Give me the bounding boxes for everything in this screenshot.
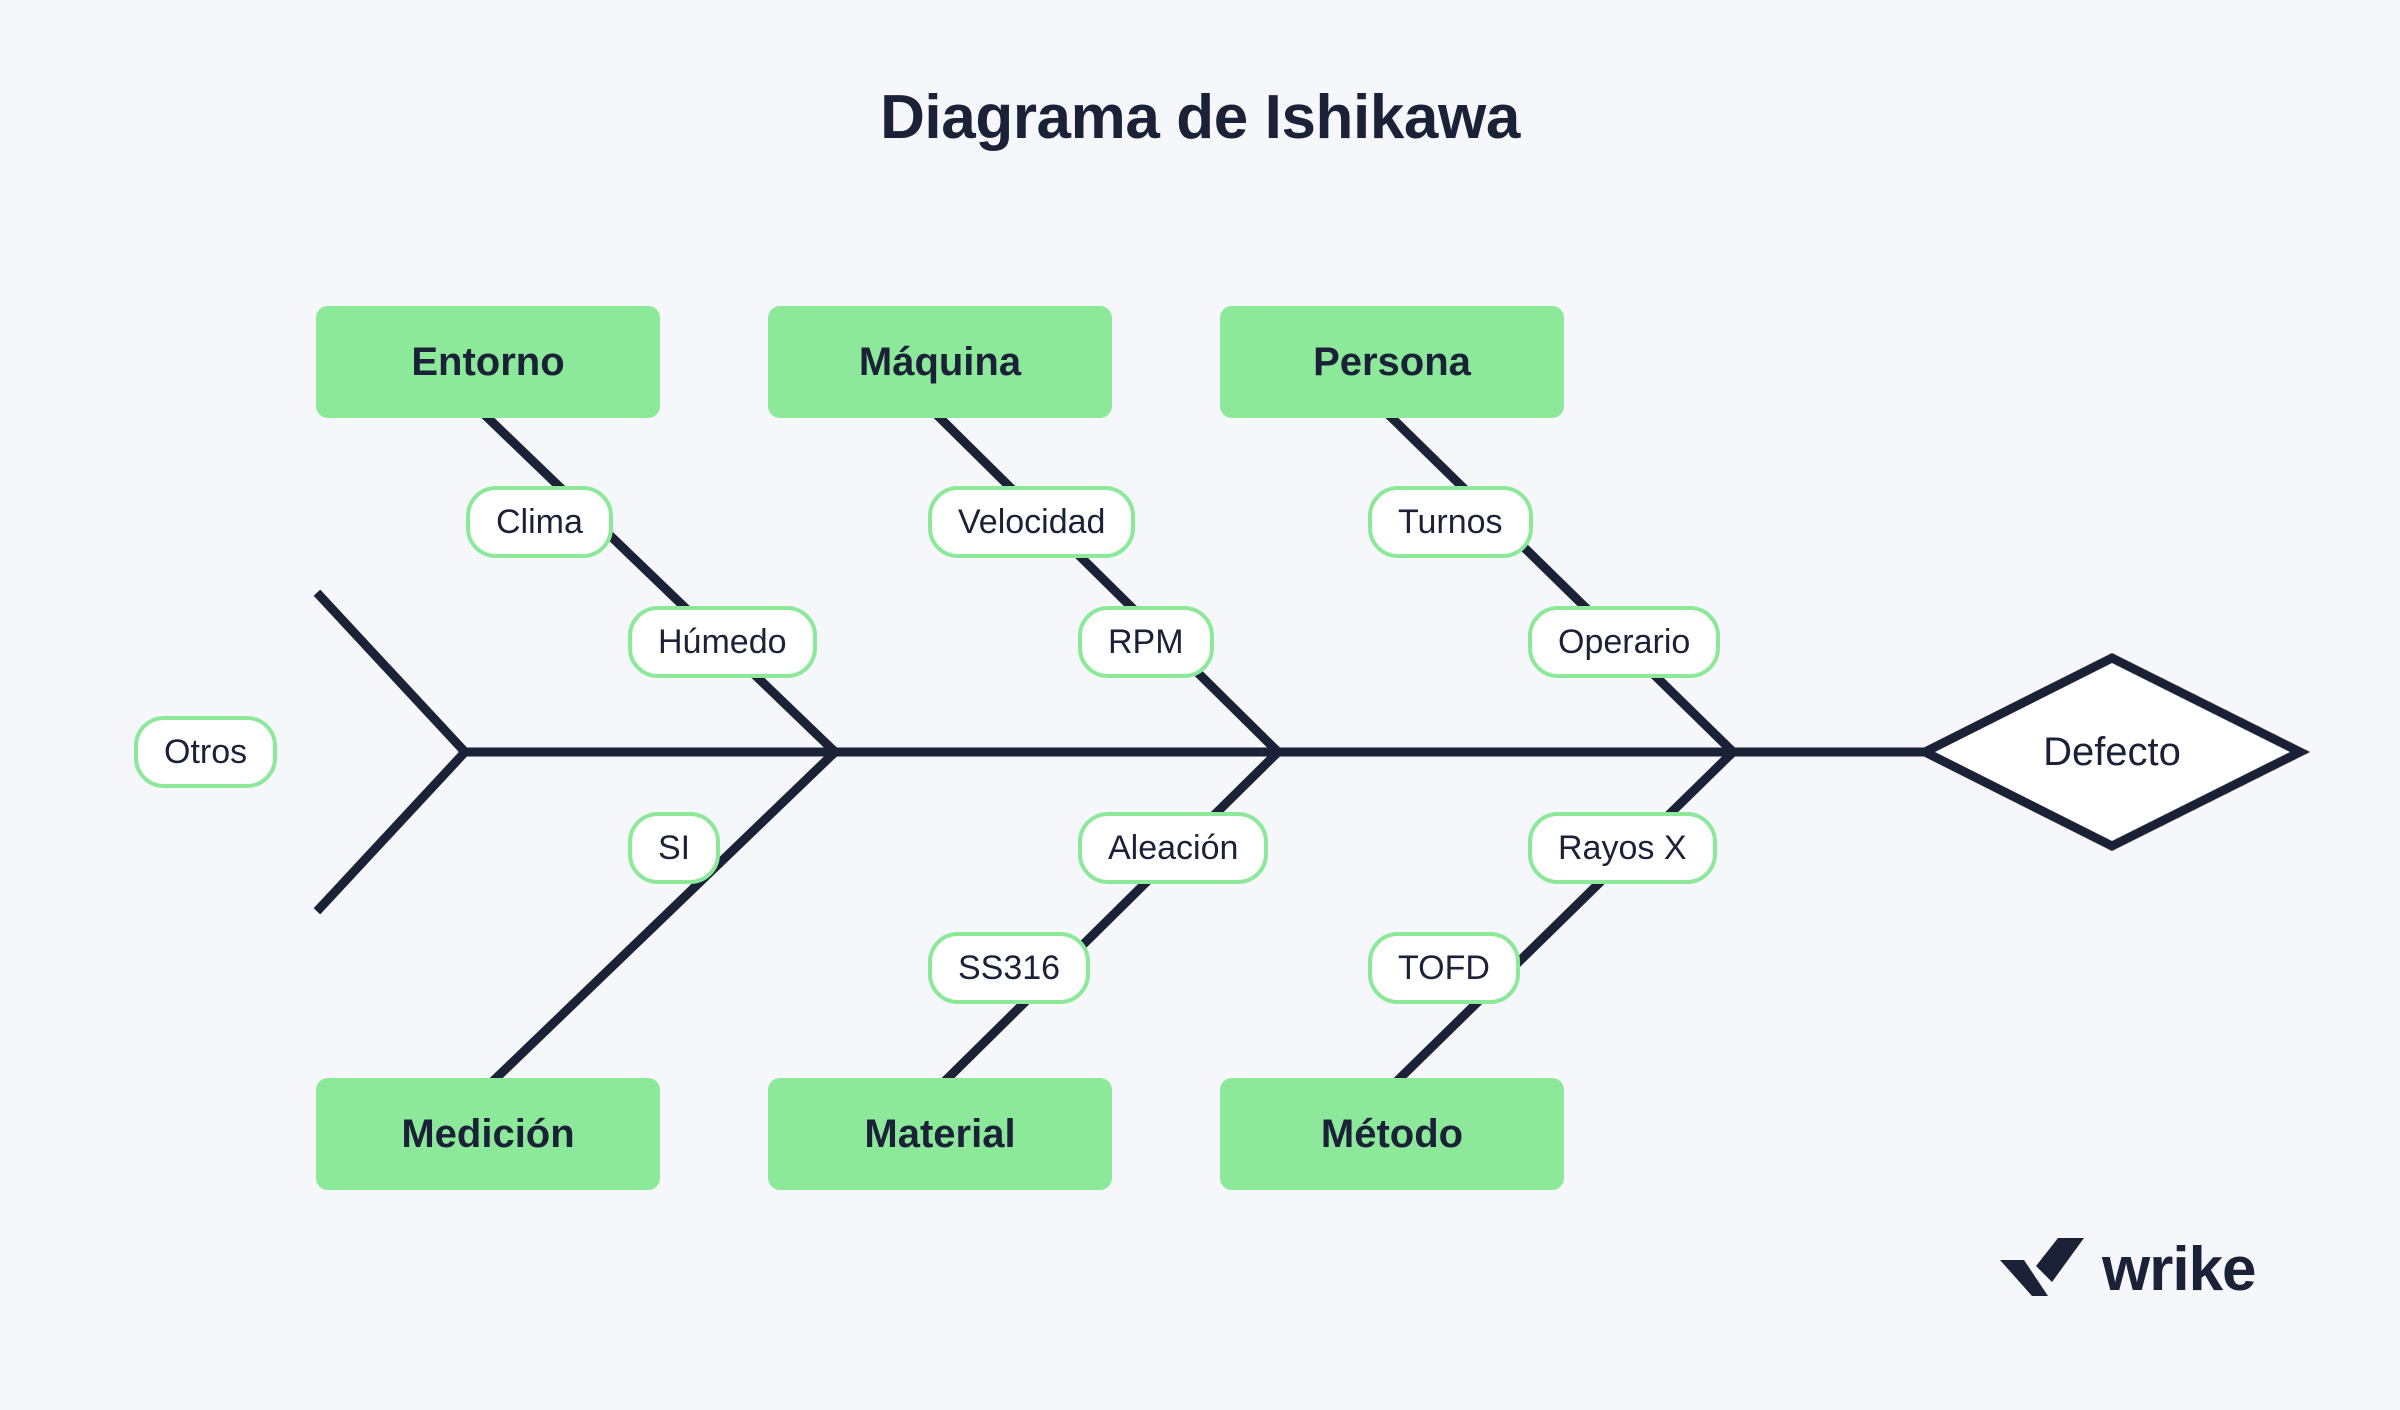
cause-box-humedo[interactable]: Húmedo [628, 606, 817, 678]
cause-box-turnos[interactable]: Turnos [1368, 486, 1533, 558]
cause-box-si[interactable]: SI [628, 812, 721, 884]
cause-box-ss316[interactable]: SS316 [928, 932, 1091, 1004]
category-box-material[interactable]: Material [768, 1078, 1112, 1190]
category-box-persona[interactable]: Persona [1220, 306, 1564, 418]
cause-label: Rayos X [1558, 828, 1687, 867]
category-box-medicion[interactable]: Medición [316, 1078, 660, 1190]
effect-label: Defecto [2043, 729, 2181, 774]
category-label: Máquina [858, 339, 1022, 384]
cause-label: Aleación [1108, 828, 1239, 867]
category-label: Método [1320, 1111, 1464, 1156]
wrike-wordmark: wrike [2102, 1235, 2257, 1304]
cause-label: RPM [1108, 622, 1184, 661]
cause-label: SI [658, 828, 691, 867]
cause-label: Otros [164, 732, 248, 771]
category-label: Medición [401, 1111, 575, 1156]
page-title: Diagrama de Ishikawa [880, 83, 1520, 152]
wrike-checkmark-icon [2000, 1238, 2084, 1296]
cause-box-rayos-x[interactable]: Rayos X [1528, 812, 1717, 884]
category-box-entorno[interactable]: Entorno [316, 306, 660, 418]
cause-box-aleacion[interactable]: Aleación [1078, 812, 1269, 884]
cause-label: SS316 [958, 948, 1061, 987]
category-box-maquina[interactable]: Máquina [768, 306, 1112, 418]
tail-lower-line [313, 745, 472, 915]
category-box-metodo[interactable]: Método [1220, 1078, 1564, 1190]
category-label: Persona [1313, 339, 1471, 384]
cause-box-clima[interactable]: Clima [466, 486, 613, 558]
category-label: Entorno [411, 339, 565, 384]
branch-line-medicion [481, 745, 842, 1093]
cause-label: Velocidad [958, 502, 1106, 541]
cause-label: TOFD [1398, 948, 1490, 987]
cause-box-rpm[interactable]: RPM [1078, 606, 1214, 678]
branch-line-entorno [481, 411, 842, 759]
cause-box-operario[interactable]: Operario [1528, 606, 1721, 678]
cause-label: Húmedo [658, 622, 787, 661]
cause-box-velocidad[interactable]: Velocidad [928, 486, 1136, 558]
effect-node-defecto[interactable]: Defecto [1922, 657, 2302, 847]
branch-line-maquina [933, 411, 1285, 759]
cause-label: Turnos [1398, 502, 1503, 541]
branch-line-persona [1385, 411, 1740, 759]
category-label: Material [864, 1111, 1016, 1156]
branch-line-metodo [1385, 745, 1740, 1093]
cause-box-otros[interactable]: Otros [134, 716, 278, 788]
branch-line-material [933, 745, 1285, 1093]
wrike-logo: wrike [2000, 1235, 2257, 1304]
cause-box-tofd[interactable]: TOFD [1368, 932, 1520, 1004]
tail-upper-line [313, 589, 472, 759]
cause-label: Operario [1558, 622, 1691, 661]
cause-label: Clima [496, 502, 583, 541]
